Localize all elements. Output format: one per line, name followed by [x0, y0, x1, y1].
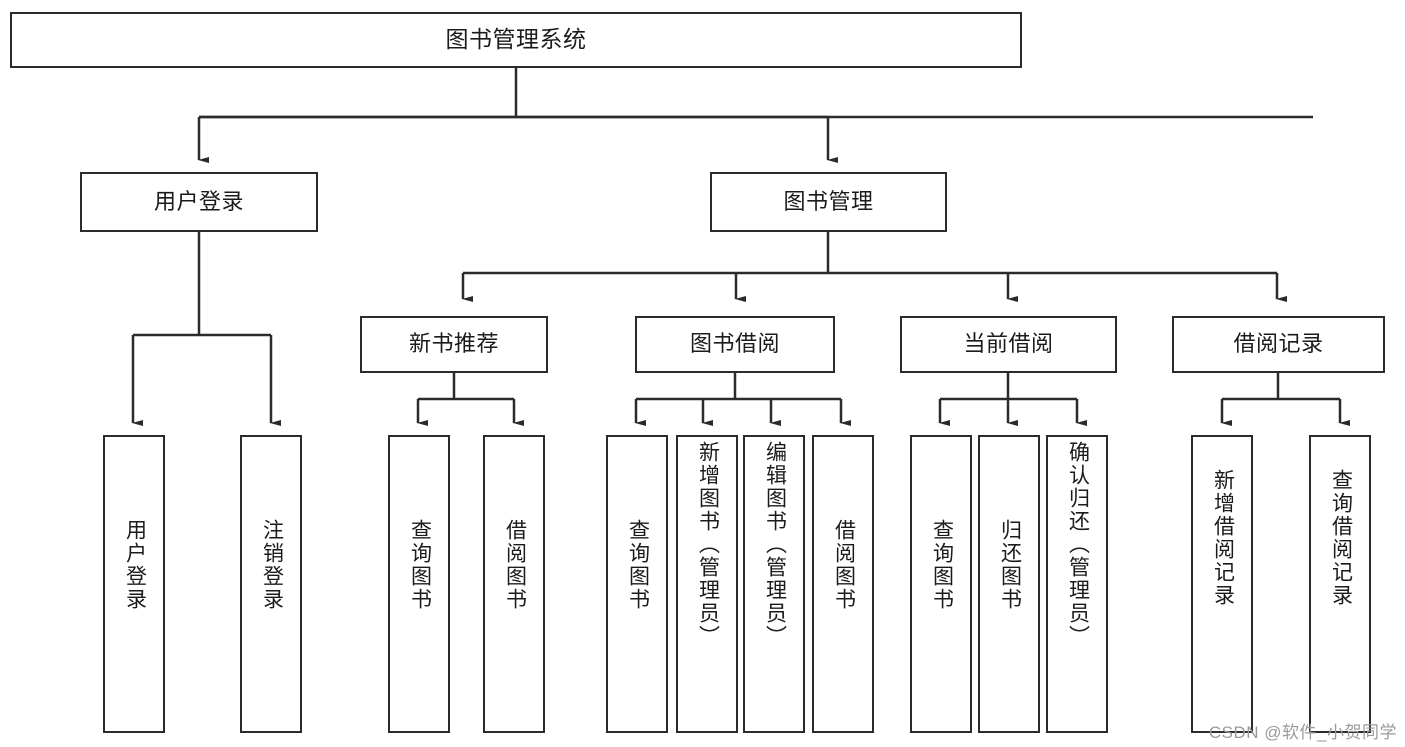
node-label: 注销登录	[260, 519, 284, 611]
node-user-login[interactable]: 用户登录	[80, 172, 318, 232]
node-label: 图书管理	[783, 188, 874, 214]
node-label: 新增借阅记录	[1211, 469, 1235, 607]
node-label: 归还图书	[998, 519, 1022, 611]
node-new-book-recommend[interactable]: 新书推荐	[360, 316, 548, 373]
node-current-borrow[interactable]: 当前借阅	[900, 316, 1117, 373]
node-label: 用户登录	[123, 519, 147, 611]
node-label: 查询图书	[626, 519, 650, 611]
leaf-query-borrow-record[interactable]: 查询借阅记录	[1309, 435, 1371, 733]
node-label: 图书借阅	[689, 331, 780, 357]
leaf-add-book-admin[interactable]: 新增图书（管理员）	[676, 435, 738, 733]
leaf-return-book[interactable]: 归还图书	[978, 435, 1040, 733]
leaf-query-book-current[interactable]: 查询图书	[910, 435, 972, 733]
node-label: 查询图书	[930, 519, 954, 611]
leaf-edit-book-admin[interactable]: 编辑图书（管理员）	[743, 435, 805, 733]
node-label: 借阅图书	[832, 519, 856, 611]
leaf-logout[interactable]: 注销登录	[240, 435, 302, 733]
leaf-query-book-borrow[interactable]: 查询图书	[606, 435, 668, 733]
node-label: 当前借阅	[963, 331, 1054, 357]
node-book-management[interactable]: 图书管理	[710, 172, 947, 232]
node-label: 确认归还（管理员）	[1066, 441, 1090, 648]
node-label: 借阅图书	[503, 519, 527, 611]
csdn-watermark: CSDN @软件_小贺同学	[1208, 723, 1397, 742]
leaf-query-book-recommend[interactable]: 查询图书	[388, 435, 450, 733]
leaf-user-login[interactable]: 用户登录	[103, 435, 165, 733]
node-label: 借阅记录	[1233, 331, 1324, 357]
node-root-system[interactable]: 图书管理系统	[10, 12, 1022, 68]
node-label: 编辑图书（管理员）	[763, 441, 787, 648]
leaf-confirm-return-admin[interactable]: 确认归还（管理员）	[1046, 435, 1108, 733]
leaf-borrow-book-recommend[interactable]: 借阅图书	[483, 435, 545, 733]
node-label: 查询图书	[408, 519, 432, 611]
node-label: 图书管理系统	[445, 26, 587, 53]
node-label: 用户登录	[153, 188, 244, 214]
leaf-add-borrow-record[interactable]: 新增借阅记录	[1191, 435, 1253, 733]
node-label: 新增图书（管理员）	[696, 441, 720, 648]
node-label: 新书推荐	[408, 331, 499, 357]
leaf-borrow-book[interactable]: 借阅图书	[812, 435, 874, 733]
node-label: 查询借阅记录	[1329, 469, 1353, 607]
node-book-borrow[interactable]: 图书借阅	[635, 316, 835, 373]
node-borrow-record[interactable]: 借阅记录	[1172, 316, 1385, 373]
